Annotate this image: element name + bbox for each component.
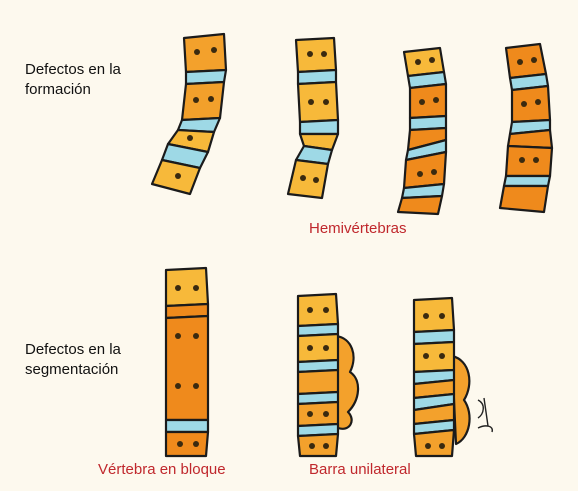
spine-hemivertebra-4 xyxy=(500,44,552,212)
label-segmentation-line2: segmentación xyxy=(25,360,121,380)
caption-block-vertebra: Vértebra en bloque xyxy=(98,460,226,480)
label-segmentation-line1: Defectos en la xyxy=(25,340,121,360)
label-formation-line1: Defectos en la xyxy=(25,60,121,80)
caption-unilateral-bar: Barra unilateral xyxy=(309,460,411,480)
spine-hemivertebra-3 xyxy=(398,48,446,214)
label-segmentation: Defectos en la segmentación xyxy=(25,340,121,380)
caption-hemivertebrae: Hemivértebras xyxy=(309,219,407,239)
spine-unilateral-bar-1 xyxy=(298,294,358,456)
spine-hemivertebra-1 xyxy=(152,34,226,194)
spine-block-vertebra xyxy=(166,268,208,456)
label-formation-line2: formación xyxy=(25,80,121,100)
spine-hemivertebra-2 xyxy=(288,38,338,198)
spine-unilateral-bar-2 xyxy=(414,298,470,456)
artist-signature xyxy=(478,398,492,432)
label-formation: Defectos en la formación xyxy=(25,60,121,100)
